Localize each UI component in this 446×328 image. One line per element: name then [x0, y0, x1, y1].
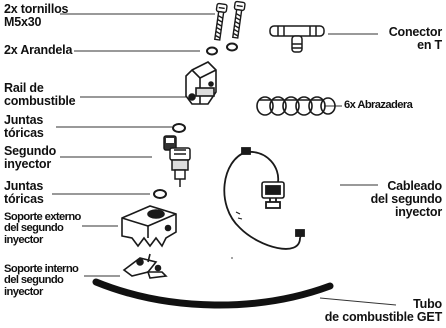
label-soporte-externo: Soporte externo del segundo inyector: [4, 211, 81, 246]
label-juntas-1: Juntas tóricas: [4, 113, 44, 140]
label-abrazadera: 6x Abrazadera: [344, 99, 413, 111]
leader-lines: [52, 13, 397, 306]
label-soporte-interno: Soporte interno del segundo inyector: [4, 263, 79, 298]
label-conector: Conector en T: [388, 25, 442, 52]
label-rail: Rail de combustible: [4, 81, 76, 108]
screws-icon: [214, 0, 246, 41]
washers-icon: [206, 42, 238, 56]
label-tubo: Tubo de combustible GET: [324, 297, 442, 324]
o-ring-icon: [172, 123, 186, 133]
fuel-rail-icon: [185, 61, 217, 105]
t-connector-icon: [269, 25, 325, 53]
inner-bracket-icon: [122, 253, 168, 279]
outer-bracket-icon: [121, 205, 177, 248]
fuel-tube-icon: [92, 278, 334, 309]
label-cableado: Cableado del segundo inyector: [370, 179, 443, 219]
label-juntas-2: Juntas tóricas: [4, 179, 44, 206]
label-segundo-inyector: Segundo inyector: [4, 144, 57, 171]
harness-icon: [223, 147, 305, 250]
label-arandela: 2x Arandela: [4, 43, 73, 57]
dot-mark: [231, 257, 233, 259]
o-ring-icon: [153, 189, 167, 199]
clamps-icon: [256, 96, 336, 116]
injector-icon: [163, 135, 191, 187]
label-tornillos: 2x tornillos M5x30: [4, 2, 69, 29]
leader-tubo: [319, 297, 397, 306]
